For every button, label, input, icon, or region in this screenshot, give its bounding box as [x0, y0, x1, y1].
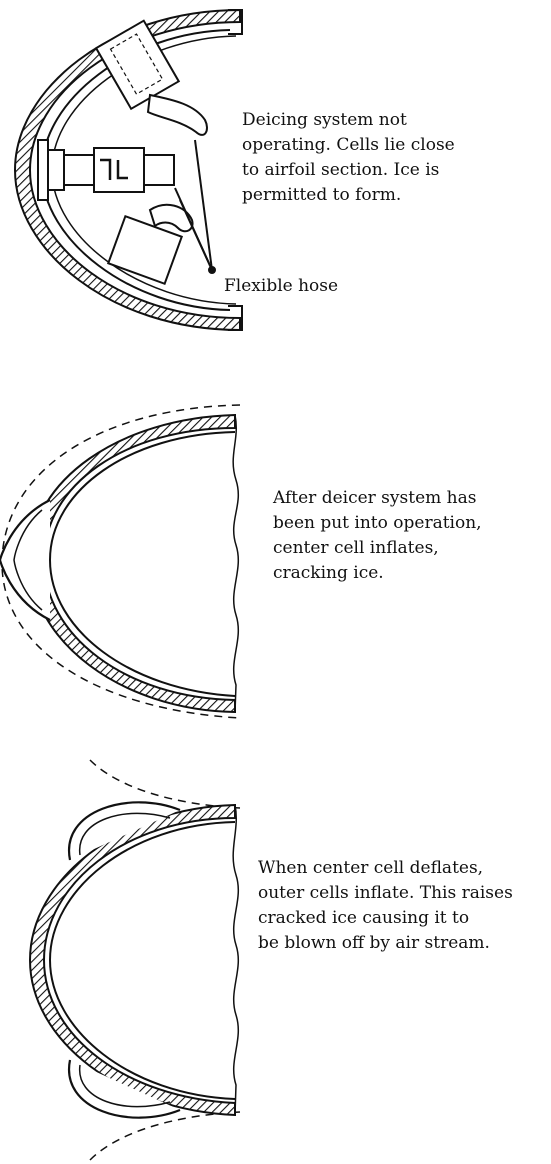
flexible-hose-lines	[175, 140, 215, 273]
center-fitting	[38, 140, 174, 200]
caption-line: cracked ice causing it to	[258, 906, 513, 931]
caption-line: been put into operation,	[273, 511, 482, 536]
caption-line: permitted to form.	[242, 183, 455, 208]
caption-line: Deicing system not	[242, 108, 455, 133]
caption-line: cracking ice.	[273, 561, 482, 586]
airfoil-section-outer-inflated	[30, 760, 240, 1160]
upper-valve	[96, 21, 207, 135]
lower-valve	[108, 205, 192, 284]
caption-line: After deicer system has	[273, 486, 482, 511]
caption-line: be blown off by air stream.	[258, 931, 513, 956]
flexible-hose-label: Flexible hose	[224, 276, 338, 296]
airfoil-section-deflated	[15, 10, 242, 330]
caption-line: outer cells inflate. This raises	[258, 881, 513, 906]
caption-line: When center cell deflates,	[258, 856, 513, 881]
caption-line: operating. Cells lie close	[242, 133, 455, 158]
caption-line: center cell inflates,	[273, 536, 482, 561]
caption-center-inflated: After deicer system has been put into op…	[273, 486, 482, 586]
caption-deicing-off: Deicing system not operating. Cells lie …	[242, 108, 455, 208]
airfoil-section-center-inflated	[0, 405, 240, 718]
caption-outer-inflated: When center cell deflates, outer cells i…	[258, 856, 513, 956]
caption-line: to airfoil section. Ice is	[242, 158, 455, 183]
